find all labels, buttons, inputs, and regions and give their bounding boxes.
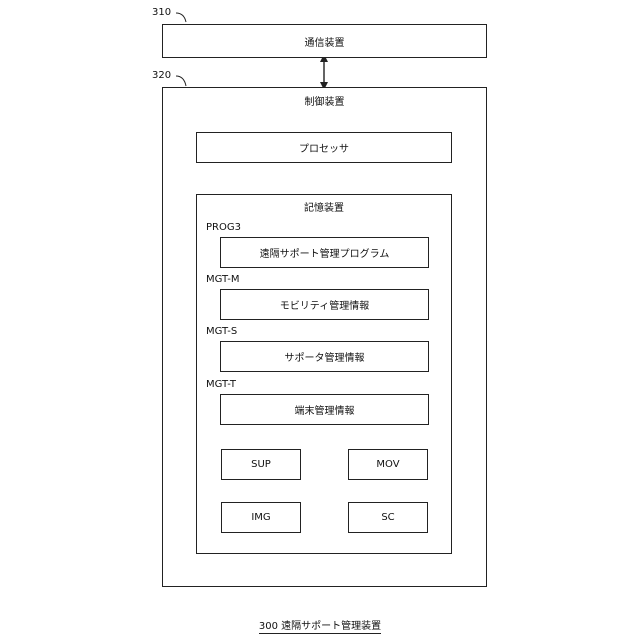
block-label-mov: MOV — [376, 459, 399, 470]
block-label-sup: SUP — [251, 459, 271, 470]
ref-310: 310 — [152, 7, 171, 18]
item-tag-mgt-s: MGT-S — [206, 326, 237, 337]
leader-310 — [176, 13, 186, 22]
item-box-mgt-m: モビリティ管理情報 — [220, 289, 429, 320]
block-sc: SC — [348, 502, 428, 533]
processor-box: プロセッサ — [196, 132, 452, 163]
item-label-mgt-t: 端末管理情報 — [295, 402, 355, 417]
figure-caption: 300 遠隔サポート管理装置 — [0, 617, 640, 632]
item-tag-prog3: PROG3 — [206, 222, 241, 233]
figure-caption-text: 300 遠隔サポート管理装置 — [259, 621, 381, 634]
processor-label: プロセッサ — [299, 140, 349, 155]
block-img: IMG — [221, 502, 301, 533]
item-tag-mgt-m: MGT-M — [206, 274, 239, 285]
block-label-sc: SC — [381, 512, 394, 523]
comm-device-label: 通信装置 — [305, 34, 345, 49]
block-sup: SUP — [221, 449, 301, 480]
item-tag-mgt-t: MGT-T — [206, 379, 236, 390]
block-mov: MOV — [348, 449, 428, 480]
item-label-prog3: 遠隔サポート管理プログラム — [260, 245, 390, 260]
control-device-label: 制御装置 — [163, 93, 486, 108]
block-label-img: IMG — [251, 512, 270, 523]
item-label-mgt-s: サポータ管理情報 — [285, 349, 365, 364]
comm-device-box: 通信装置 — [162, 24, 487, 58]
item-box-prog3: 遠隔サポート管理プログラム — [220, 237, 429, 268]
storage-label: 記憶装置 — [197, 199, 451, 214]
leader-320 — [176, 76, 186, 86]
ref-320: 320 — [152, 70, 171, 81]
item-label-mgt-m: モビリティ管理情報 — [280, 297, 369, 312]
item-box-mgt-s: サポータ管理情報 — [220, 341, 429, 372]
item-box-mgt-t: 端末管理情報 — [220, 394, 429, 425]
